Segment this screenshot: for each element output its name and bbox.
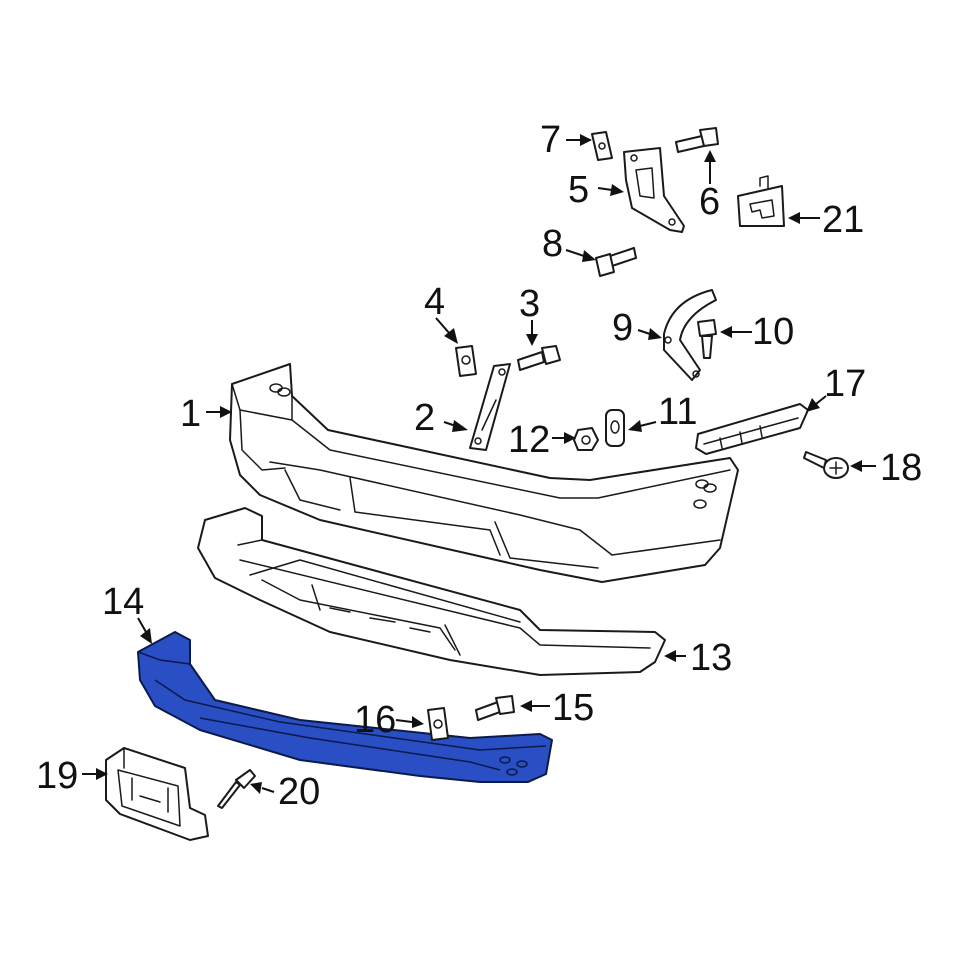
part-20-push-pin[interactable]: [217, 769, 256, 809]
callout-20: 20: [278, 771, 320, 813]
part-6-bolt[interactable]: [675, 127, 719, 153]
part-16-clip[interactable]: [427, 707, 449, 741]
part-14-valance-highlighted[interactable]: [137, 631, 553, 783]
callout-6: 6: [699, 181, 720, 223]
callout-19: 19: [36, 755, 78, 797]
callout-1: 1: [180, 393, 201, 435]
part-12-nut[interactable]: [573, 427, 599, 451]
callout-15: 15: [552, 687, 594, 729]
callout-18: 18: [880, 447, 922, 489]
callout-10: 10: [752, 311, 794, 353]
callout-5: 5: [568, 169, 589, 211]
callout-3: 3: [519, 283, 540, 325]
part-21-bracket[interactable]: [737, 175, 785, 227]
part-9-curved-bracket[interactable]: [663, 289, 717, 381]
part-4-clip-nut[interactable]: [455, 345, 477, 377]
callout-9: 9: [612, 307, 633, 349]
part-8-bolt[interactable]: [595, 247, 637, 277]
callout-16: 16: [354, 699, 396, 741]
callout-2: 2: [414, 397, 435, 439]
callout-11: 11: [658, 391, 697, 433]
callout-8: 8: [542, 223, 563, 265]
part-19-license-bracket[interactable]: [105, 747, 209, 841]
callout-17: 17: [824, 363, 866, 405]
part-1-bumper[interactable]: [229, 363, 739, 583]
callout-4: 4: [424, 281, 445, 323]
part-2-bracket[interactable]: [469, 363, 511, 451]
part-5-bracket[interactable]: [623, 147, 685, 233]
part-13-lower-deflector[interactable]: [197, 507, 666, 676]
part-15-bolt[interactable]: [475, 695, 515, 721]
part-17-side-bracket[interactable]: [695, 403, 809, 455]
part-7-clip[interactable]: [591, 131, 613, 161]
callout-7: 7: [540, 119, 561, 161]
part-10-bolt[interactable]: [697, 319, 717, 359]
callout-12: 12: [508, 419, 550, 461]
callout-21: 21: [822, 199, 864, 241]
part-18-screw[interactable]: [803, 451, 849, 479]
part-3-bolt[interactable]: [517, 345, 561, 371]
leader-lines: [82, 134, 876, 794]
callout-13: 13: [690, 637, 732, 679]
part-11-grommet[interactable]: [605, 409, 625, 447]
callout-14: 14: [102, 581, 144, 623]
callout-labels: 1 2 3 4 5 6 7 8 9 10 11 12 13 14 15 16 1…: [36, 119, 922, 813]
